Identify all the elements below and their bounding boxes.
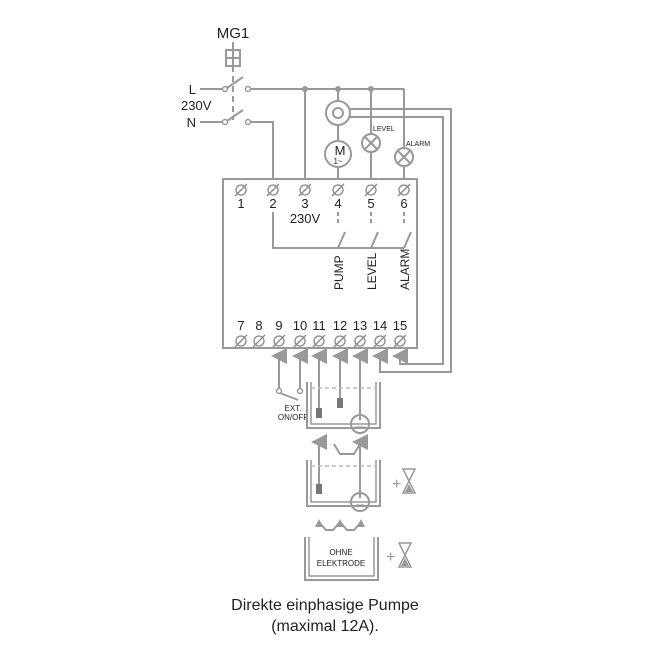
relay-alarm-label: ALARM: [398, 249, 412, 290]
caption-line-1: Direkte einphasige Pumpe: [231, 597, 419, 614]
level-lamp-icon: [361, 133, 381, 153]
terminal-screw-icon: [272, 334, 286, 348]
terminal-screw-icon: [252, 334, 266, 348]
terminal-screw-icon: [331, 183, 345, 197]
alarm-lamp-label: ALARM: [406, 141, 430, 148]
terminal-number-4: 4: [334, 196, 341, 211]
terminal-screw-icon: [333, 334, 347, 348]
caption-line-2: (maximal 12A).: [271, 618, 379, 635]
terminal-number-9: 9: [275, 318, 282, 333]
terminal-screw-icon: [373, 334, 387, 348]
ext-switch-label-1: EXT.: [285, 404, 302, 413]
svg-text:M: M: [335, 143, 346, 158]
ext-switch-label-2: ON/OFF: [278, 413, 308, 422]
supply-voltage: 230V: [181, 98, 212, 113]
hourglass-icon: [397, 542, 413, 568]
terminal-screw-icon: [397, 183, 411, 197]
terminal-screw-icon: [266, 183, 280, 197]
terminal-screw-icon: [234, 334, 248, 348]
relay-wiring: [272, 212, 412, 249]
relay-level-label: LEVEL: [365, 252, 379, 290]
terminal-screw-icon: [298, 183, 312, 197]
breaker-icon: [225, 42, 241, 120]
float-switch-icon: [325, 100, 351, 126]
motor-icon: M 1~: [324, 140, 352, 168]
plus-sign: +: [392, 476, 401, 493]
svg-text:1~: 1~: [333, 157, 342, 166]
tank-1-icon: [306, 382, 381, 434]
terminal-number-5: 5: [367, 196, 374, 211]
sensor-wiring: [271, 348, 368, 420]
terminal-screw-icon: [393, 334, 407, 348]
terminal-number-1: 1: [237, 196, 244, 211]
terminal-number-6: 6: [400, 196, 407, 211]
supply-wiring: [200, 76, 452, 373]
terminal-screw-icon: [364, 183, 378, 197]
level-lamp-label: LEVEL: [373, 126, 395, 133]
breaker-label: MG1: [217, 25, 250, 42]
tank-3-icon: [304, 519, 379, 581]
hourglass-icon: [401, 468, 417, 494]
tank-2-icon: [306, 434, 381, 512]
terminal-voltage: 230V: [290, 211, 321, 226]
plus-sign-2: +: [386, 549, 395, 566]
terminal-screw-icon: [234, 183, 248, 197]
terminal-number-2: 2: [269, 196, 276, 211]
n-label: N: [187, 115, 196, 130]
terminal-number-10: 10: [293, 318, 307, 333]
terminal-number-13: 13: [353, 318, 367, 333]
alarm-lamp-icon: [394, 147, 414, 167]
terminal-number-7: 7: [237, 318, 244, 333]
terminal-screw-icon: [353, 334, 367, 348]
l-label: L: [189, 82, 196, 97]
no-electrode-label-2: ELEKTRODE: [317, 559, 365, 568]
terminal-number-14: 14: [373, 318, 387, 333]
terminal-number-8: 8: [255, 318, 262, 333]
terminal-screw-icon: [312, 334, 326, 348]
no-electrode-label-1: OHNE: [329, 548, 352, 557]
terminal-screw-icon: [293, 334, 307, 348]
relay-pump-label: PUMP: [332, 255, 346, 290]
terminal-number-12: 12: [333, 318, 347, 333]
terminal-number-11: 11: [312, 318, 326, 333]
terminal-number-15: 15: [393, 318, 407, 333]
terminal-number-3: 3: [301, 196, 308, 211]
